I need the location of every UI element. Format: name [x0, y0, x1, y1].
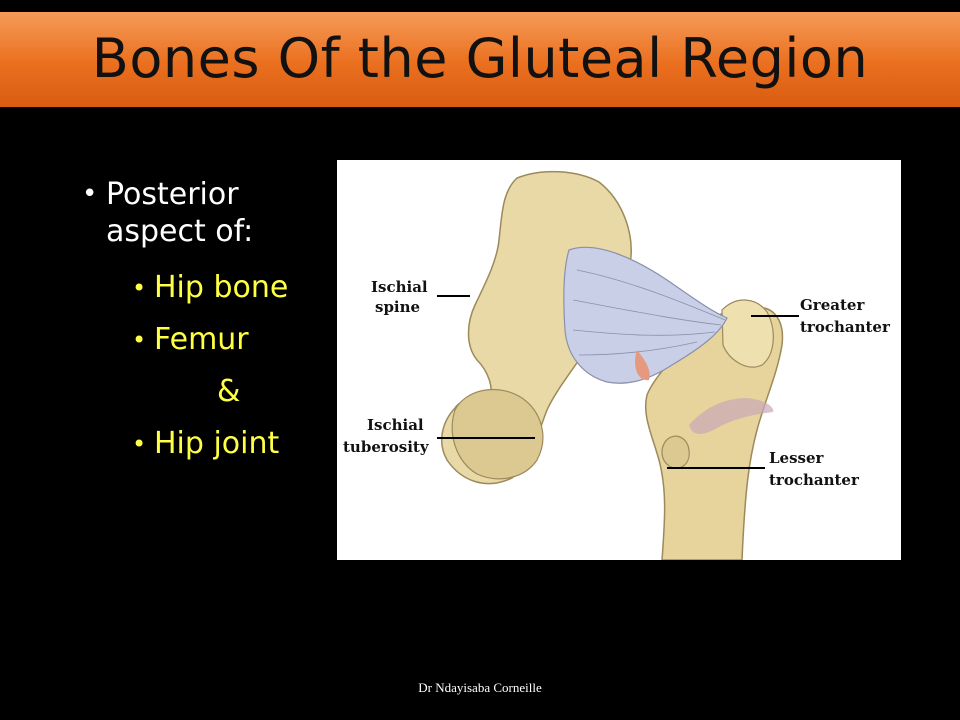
label-ischial-spine-1: Ischial [371, 278, 428, 296]
ischial-tuberosity-shape [451, 388, 544, 480]
bullet-dot: • [132, 326, 147, 354]
sub-bullet-text: Hip joint [154, 426, 280, 461]
sub-bullet-hip-joint: • Hip joint [132, 418, 332, 470]
ampersand: & [217, 374, 241, 409]
sub-bullet-hip-bone: • Hip bone [132, 262, 332, 314]
hip-anatomy-figure: Ischial spine Greater trochanter Ischial… [337, 160, 901, 560]
title-bar: Bones Of the Gluteal Region [0, 12, 960, 107]
bullet-list: • Posterior aspect of: • Hip bone • Femu… [82, 176, 332, 470]
label-ischial-tuberosity-2: tuberosity [343, 438, 430, 456]
bullet-dot: • [132, 430, 147, 458]
hip-anatomy-illustration: Ischial spine Greater trochanter Ischial… [343, 170, 891, 560]
bullet-main-text: Posterior aspect of: [106, 177, 254, 249]
joint-capsule-shape [563, 246, 728, 384]
label-greater-trochanter-1: Greater [800, 296, 865, 314]
sub-bullet-femur: • Femur [132, 314, 332, 366]
bullet-dot: • [82, 179, 98, 209]
sub-bullet-text: Hip bone [154, 270, 289, 305]
label-lesser-trochanter-1: Lesser [769, 449, 825, 467]
slide-footer: Dr Ndayisaba Corneille [418, 680, 542, 695]
bullet-dot: • [132, 274, 147, 302]
sub-bullet-text: Femur [154, 322, 249, 357]
intertrochanteric-crest-shape [689, 398, 774, 434]
label-lesser-trochanter-2: trochanter [769, 471, 860, 489]
femur-shape [644, 306, 784, 560]
fovea-shape [635, 350, 650, 381]
bullet-main: • Posterior aspect of: [82, 176, 332, 250]
label-greater-trochanter-2: trochanter [800, 318, 891, 336]
label-ischial-tuberosity-1: Ischial [367, 416, 424, 434]
lesser-trochanter-shape [661, 435, 690, 469]
label-ischial-spine-2: spine [375, 298, 420, 316]
slide-title: Bones Of the Gluteal Region [91, 27, 869, 90]
